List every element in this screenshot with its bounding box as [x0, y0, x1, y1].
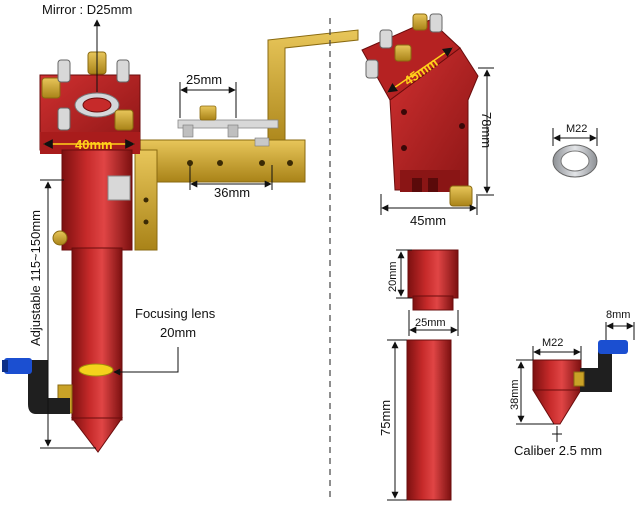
nozzle-cone [70, 417, 123, 453]
adjustable-label: Adjustable 115~150mm [28, 210, 43, 346]
caliber-label: Caliber 2.5 mm [514, 443, 602, 458]
mount-45-bottom-label: 45mm [410, 213, 446, 228]
width-40-label: 40mm [75, 137, 113, 152]
nozzle-m22-label: M22 [542, 337, 563, 349]
focusing-lens-marker [78, 363, 114, 377]
width-36-label: 36mm [214, 185, 250, 200]
side-screw-icon [52, 230, 68, 246]
nozzle-38-label: 38mm [509, 379, 521, 410]
focusing-lens-size-label: 20mm [160, 325, 196, 340]
nozzle: M22 8mm 38mm Caliber 2.5 mm [509, 309, 635, 458]
left-dimensions: Mirror : D25mm 40mm 25mm 36mm Adjustable… [28, 2, 273, 449]
focusing-lens-label: Focusing lens [135, 306, 216, 321]
mirror-block [39, 51, 141, 154]
clamp-plate [107, 175, 131, 201]
spring-icon [57, 59, 130, 131]
tube-20-label: 20mm [387, 261, 399, 292]
main-laser-head [2, 29, 359, 453]
brass-mounting-bracket [134, 29, 359, 251]
knurled-knob-icon [41, 51, 134, 131]
nozzle-8-label: 8mm [606, 309, 630, 321]
mount-78-label: 78mm [479, 112, 494, 148]
width-25-label: 25mm [186, 72, 222, 87]
lens-tube [71, 247, 123, 421]
spring-icon [365, 13, 443, 79]
tube-75-label: 75mm [378, 400, 393, 436]
ring-m22-label: M22 [566, 123, 587, 135]
mirror-mount: 45mm 78mm 45mm [361, 13, 494, 228]
mirror-label: Mirror : D25mm [42, 2, 132, 17]
m22-ring: M22 [552, 123, 598, 178]
push-in-fitting-icon [573, 340, 628, 392]
mirror-aperture [82, 97, 112, 113]
adjust-knob-icon [199, 105, 217, 121]
tube-25-label: 25mm [415, 317, 446, 329]
short-tube: 20mm 25mm [387, 249, 459, 336]
long-tube: 75mm [378, 339, 452, 501]
push-in-fitting-icon [2, 358, 70, 414]
